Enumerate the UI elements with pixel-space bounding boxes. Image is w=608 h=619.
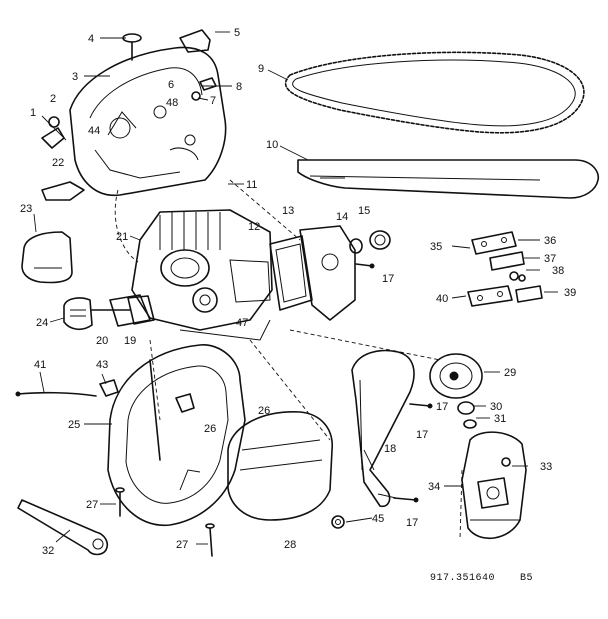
callout-31: 31 <box>494 413 506 425</box>
callout-10: 10 <box>266 139 278 151</box>
callout-23: 23 <box>20 203 32 215</box>
callout-37: 37 <box>544 253 556 265</box>
callout-15: 15 <box>358 205 370 217</box>
callout-48: 48 <box>166 97 178 109</box>
screw-part-17-upper <box>355 263 375 269</box>
callout-39: 39 <box>564 287 576 299</box>
callout-26-b: 26 <box>258 405 270 417</box>
callout-32: 32 <box>42 545 54 557</box>
callout-4: 4 <box>88 33 94 45</box>
callout-11: 11 <box>246 179 257 191</box>
callout-6: 6 <box>168 79 174 91</box>
callout-40: 40 <box>436 293 448 305</box>
callout-34: 34 <box>428 481 440 493</box>
callout-2: 2 <box>50 93 56 105</box>
link-part-19 <box>127 295 155 325</box>
washer-part-31 <box>463 419 477 429</box>
callout-38: 38 <box>552 265 564 277</box>
callout-leaders <box>33 31 558 545</box>
chain-link-part-39 <box>515 285 543 303</box>
callout-44: 44 <box>88 125 100 137</box>
clutch-assembly-part-34 <box>459 431 527 541</box>
callout-17-d: 17 <box>436 401 448 413</box>
callout-12: 12 <box>248 221 260 233</box>
front-handle-part-18 <box>351 349 415 508</box>
callout-26-a: 26 <box>204 423 216 435</box>
chain-link-part-36 <box>471 231 517 255</box>
callout-9: 9 <box>258 63 264 75</box>
bracket-part-5 <box>179 29 211 53</box>
screw-part-27-upper <box>115 487 125 517</box>
callout-47: 47 <box>236 317 248 329</box>
clip-part-22 <box>41 181 85 201</box>
callout-28: 28 <box>284 539 296 551</box>
callout-41: 41 <box>34 359 46 371</box>
callout-14: 14 <box>336 211 348 223</box>
screw-part-17-middle <box>409 403 433 409</box>
chain-link-part-40 <box>467 285 513 307</box>
callout-27-b: 27 <box>176 539 188 551</box>
callout-22: 22 <box>52 157 64 169</box>
tab-part-26-left <box>175 393 195 413</box>
callout-43: 43 <box>96 359 108 371</box>
nut-part-45 <box>331 515 345 529</box>
callout-45: 45 <box>372 513 384 525</box>
chain-link-part-37 <box>489 251 525 271</box>
diagram-page-code: B5 <box>520 573 533 584</box>
screw-part-17-lower <box>393 497 419 503</box>
callout-labels: 1 2 3 4 5 6 7 8 9 10 11 12 13 14 15 17 1… <box>20 27 576 557</box>
plate-part-12 <box>269 235 313 311</box>
callout-13: 13 <box>282 205 294 217</box>
knob-part-24 <box>63 297 93 331</box>
clutch-drum-part-29 <box>429 353 483 399</box>
handle-frame-part-25 <box>107 344 246 526</box>
callout-30: 30 <box>490 401 502 413</box>
callout-27-a: 27 <box>86 499 98 511</box>
callout-24: 24 <box>36 317 48 329</box>
fitting-part-43 <box>99 379 119 397</box>
chain-guard-part-28 <box>227 411 333 521</box>
washer-part-7 <box>191 91 201 101</box>
oring-part-14 <box>349 238 363 254</box>
diagram-part-number: 917.351640 <box>430 573 495 584</box>
callout-3: 3 <box>72 71 78 83</box>
engine-assembly <box>109 189 273 341</box>
callout-17-a: 17 <box>382 273 394 285</box>
callout-19: 19 <box>124 335 136 347</box>
cover-part-13 <box>299 225 356 321</box>
callout-29: 29 <box>504 367 516 379</box>
washer-part-2 <box>48 116 60 128</box>
callout-17-b: 17 <box>416 429 428 441</box>
callout-33: 33 <box>540 461 552 473</box>
callout-8: 8 <box>236 81 242 93</box>
cap-part-15 <box>369 230 391 250</box>
saw-chain <box>284 51 585 134</box>
callout-17-c: 17 <box>406 517 418 529</box>
washer-part-30 <box>457 401 475 415</box>
knob-part-1 <box>41 127 65 149</box>
callout-21: 21 <box>116 231 128 243</box>
callout-20: 20 <box>96 335 108 347</box>
filter-cover-part-23 <box>21 231 73 284</box>
screw-part-27-lower <box>205 523 215 557</box>
cable-part-41 <box>15 391 97 397</box>
callout-5: 5 <box>234 27 240 39</box>
callout-36: 36 <box>544 235 556 247</box>
callout-18: 18 <box>384 443 396 455</box>
wrench-part-32 <box>17 499 109 556</box>
callout-7: 7 <box>210 95 216 107</box>
guide-bar <box>297 159 600 199</box>
callout-25: 25 <box>68 419 80 431</box>
callout-35: 35 <box>430 241 442 253</box>
callout-1: 1 <box>30 107 36 119</box>
housing-cover <box>69 46 227 197</box>
nut-part-8 <box>199 77 217 91</box>
chain-link-part-38 <box>509 271 526 282</box>
